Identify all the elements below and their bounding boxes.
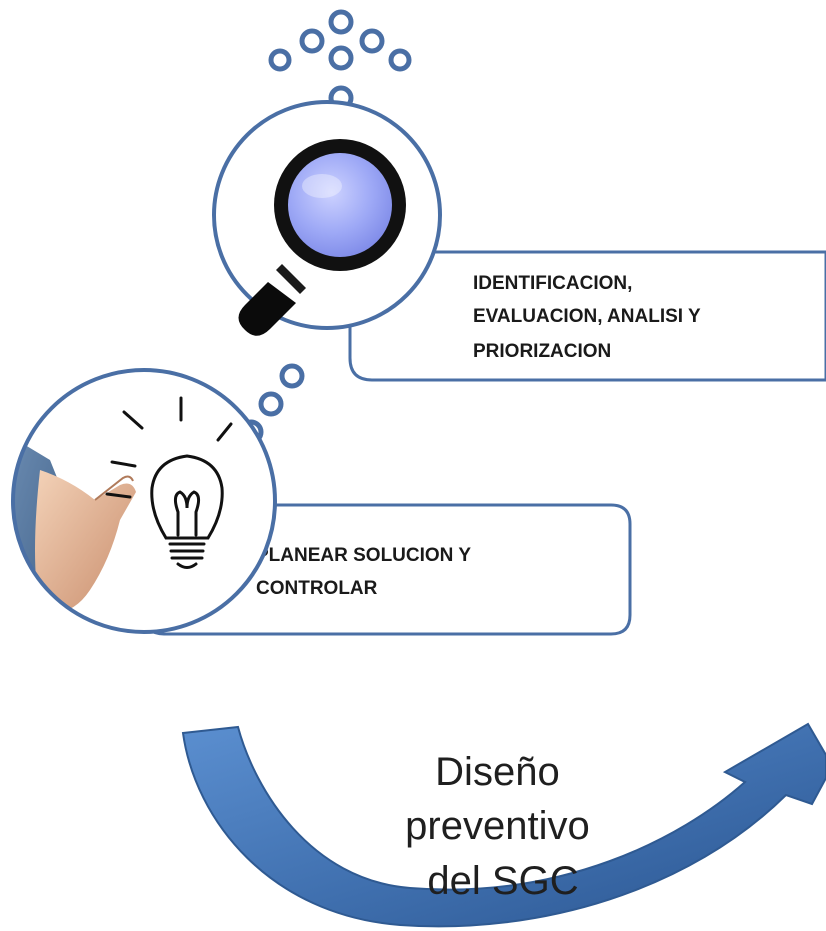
bubble	[299, 28, 325, 54]
bubble	[279, 363, 305, 389]
top-bubbles	[268, 9, 412, 111]
step-text-identificacion: IDENTIFICACION, EVALUACION, ANALISI Y PR…	[473, 273, 706, 362]
step-text-planear: PLANEAR SOLUCION Y CONTROLAR	[256, 545, 476, 599]
cycle-arrow	[181, 722, 826, 928]
bubble	[359, 28, 385, 54]
magnifier-circle	[212, 100, 442, 336]
bubble	[268, 48, 292, 72]
step-line: CONTROLAR	[256, 578, 378, 599]
step-line: EVALUACION, ANALISI Y	[473, 306, 701, 327]
cycle-label-line: del SGC	[427, 859, 578, 903]
cycle-label-line: preventivo	[405, 804, 590, 848]
bubble	[328, 9, 354, 35]
cycle-label-line: Diseño	[435, 750, 560, 794]
step-line: PLANEAR SOLUCION Y	[256, 545, 471, 566]
bubble	[388, 48, 412, 72]
cycle-label: Diseño preventivo del SGC	[405, 750, 601, 903]
step-box-identificacion	[348, 250, 826, 382]
lightbulb-icon	[105, 396, 233, 569]
bubble	[328, 45, 354, 71]
magnifying-glass-icon	[238, 139, 406, 336]
bubble	[258, 391, 284, 417]
step-line: IDENTIFICACION,	[473, 273, 632, 294]
lightbulb-circle	[11, 368, 277, 634]
step-line: PRIORIZACION	[473, 341, 611, 362]
